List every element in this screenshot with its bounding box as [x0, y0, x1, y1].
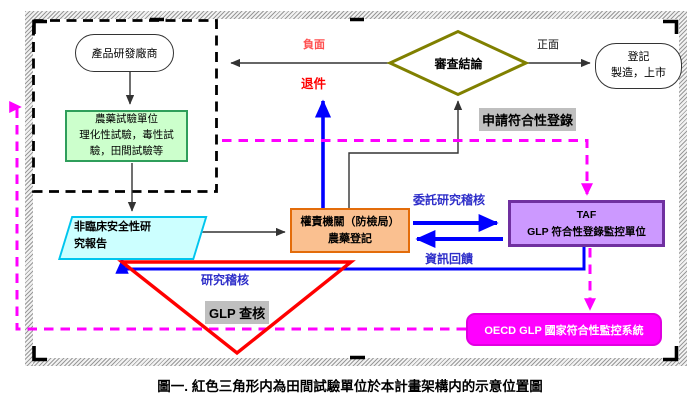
label-commissioned-study-audit: 委託研究稽核 — [413, 193, 486, 207]
taf-line2: GLP 符合性登錄監控單位 — [527, 225, 646, 238]
label-positive-result: 正面 — [537, 39, 559, 51]
report-line1: 非臨床安全性研 — [74, 221, 151, 233]
node-product-developer: 產品研發廠商 — [75, 34, 174, 72]
label-glp-inspection: GLP 查核 — [205, 301, 270, 324]
node-taf-glp-monitor: TAF GLP 符合性登錄監控單位 — [508, 200, 665, 247]
frame-border-top — [25, 11, 687, 19]
test-unit-line3: 驗，田間試驗等 — [89, 144, 164, 157]
authority-line1: 權責機關（防檢局） — [300, 216, 400, 228]
node-oecd-glp-system: OECD GLP 國家符合性監控系統 — [466, 313, 662, 346]
report-line2: 究報告 — [74, 238, 107, 251]
authority-line2: 農藥登記 — [328, 232, 372, 245]
label-information-feedback: 資訊回饋 — [425, 252, 474, 266]
oecd-label: OECD GLP 國家符合性監控系統 — [484, 324, 644, 337]
node-registration-market: 登記 製造，上市 — [595, 43, 682, 89]
label-study-audit: 研究稽核 — [201, 273, 250, 287]
node-review-conclusion-label: 審查結論 — [420, 55, 497, 72]
test-unit-line2: 理化性試驗，毒性試 — [79, 129, 174, 142]
frame-border-left — [25, 11, 33, 366]
node-pesticide-test-unit: 農藥試驗單位 理化性試驗，毒性試 驗，田間試驗等 — [65, 110, 188, 162]
label-apply-conformity-registration: 申請符合性登錄 — [479, 108, 577, 131]
market-line2: 製造，上市 — [611, 67, 666, 79]
arrow-apply-registration — [222, 139, 593, 196]
node-product-developer-label: 產品研發廠商 — [91, 48, 158, 60]
taf-line1: TAF — [576, 209, 597, 222]
review-label: 審查結論 — [434, 57, 483, 71]
node-competent-authority: 權責機關（防檢局） 農藥登記 — [290, 208, 410, 253]
node-nonclinical-report-label: 非臨床安全性研 究報告 — [74, 219, 192, 253]
figure-caption: 圖一. 紅色三角形内為田間試驗單位於本計畫架構内的示意位置圖 — [157, 379, 543, 394]
frame-border-right — [679, 11, 687, 366]
label-negative-result: 負面 — [303, 39, 325, 51]
market-line1: 登記 — [627, 51, 650, 64]
label-rejected: 退件 — [301, 77, 327, 91]
frame-border-bottom — [25, 358, 687, 366]
test-unit-line1: 農藥試驗單位 — [95, 113, 158, 126]
